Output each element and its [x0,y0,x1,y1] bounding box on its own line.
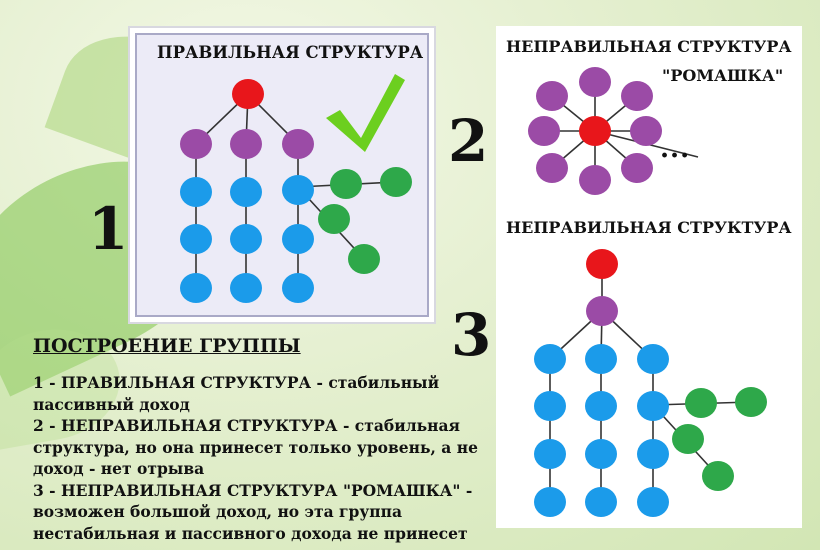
number-3: 3 [451,301,492,369]
chain-node [534,391,566,421]
panel-correct-inner [135,33,429,317]
root-node [232,79,264,109]
panel-chamomile-title-line2: "РОМАШКА" [662,66,784,85]
chain-node [534,487,566,517]
check-icon [326,74,405,152]
panel-incorrect-title: НЕПРАВИЛЬНАЯ СТРУКТУРА [506,218,792,237]
branch-node [380,167,412,197]
chain-node [230,273,262,303]
chain-node [637,487,669,517]
chain-node [180,224,212,254]
petal-node [536,81,568,111]
petal-node [630,116,662,146]
chain-node [282,273,314,303]
chain-node [637,439,669,469]
petal-node [536,153,568,183]
root-node [586,249,618,279]
description-item-1: 1 - ПРАВИЛЬНАЯ СТРУКТУРА - стабильный па… [33,373,440,414]
partner-node [180,129,212,159]
panel-correct-title: ПРАВИЛЬНАЯ СТРУКТУРА [157,43,424,62]
chain-node [585,439,617,469]
panel-chamomile-title-line1: НЕПРАВИЛЬНАЯ СТРУКТУРА [506,37,792,56]
partner-node [282,129,314,159]
chain-node [585,487,617,517]
petal-node [621,81,653,111]
chain-node [230,224,262,254]
center-node [579,116,611,146]
chain-node [180,177,212,207]
more-ellipsis: ... [660,134,691,164]
tree-nodes-correct [180,79,412,303]
chain-node [230,177,262,207]
branch-node [735,387,767,417]
chain-node [637,391,669,421]
petal-node [579,67,611,97]
partner-node [230,129,262,159]
petal-node [579,165,611,195]
chain-node [534,344,566,374]
chain-node [585,391,617,421]
branch-node [702,461,734,491]
petal-node [528,116,560,146]
section-description: 1 - ПРАВИЛЬНАЯ СТРУКТУРА - стабильный па… [33,372,493,544]
chain-node [282,224,314,254]
number-1: 1 [88,195,129,263]
description-item-3: 3 - НЕПРАВИЛЬНАЯ СТРУКТУРА "РОМАШКА" - в… [33,480,473,543]
chain-node [585,344,617,374]
chain-node [637,344,669,374]
description-item-2: 2 - НЕПРАВИЛЬНАЯ СТРУКТУРА - стабильная … [33,416,478,478]
chain-node [282,175,314,205]
branch-node [672,424,704,454]
petal-node [621,153,653,183]
section-heading: ПОСТРОЕНИЕ ГРУППЫ [33,335,301,357]
chain-node [180,273,212,303]
number-2: 2 [448,107,489,175]
branch-node [348,244,380,274]
partner-node [586,296,618,326]
chain-node [534,439,566,469]
branch-node [330,169,362,199]
branch-node [318,204,350,234]
branch-node [685,388,717,418]
